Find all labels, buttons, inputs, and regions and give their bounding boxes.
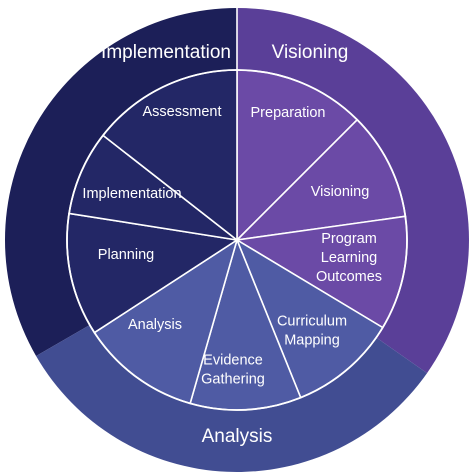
phase-label-implementation: Implementation [101, 42, 231, 63]
step-label-line: Learning [321, 250, 377, 266]
phase-labels: Implementation Visioning Analysis [101, 42, 348, 447]
step-label-line: Outcomes [316, 269, 382, 285]
step-label-line: Gathering [201, 372, 265, 388]
step-label-line: Program [321, 231, 377, 247]
step-label-line: Analysis [128, 317, 182, 333]
step-label-assessment: Assessment [143, 104, 222, 120]
step-label-line: Evidence [203, 353, 263, 369]
step-label-line: Implementation [82, 186, 181, 202]
step-label-planning: Planning [98, 247, 154, 263]
step-label-line: Mapping [284, 333, 340, 349]
step-label-line: Curriculum [277, 314, 347, 330]
step-label-implementation: Implementation [82, 186, 181, 202]
inner-step-wheel [66, 8, 408, 411]
step-label-analysis: Analysis [128, 317, 182, 333]
step-label-line: Visioning [311, 184, 370, 200]
phase-label-analysis: Analysis [202, 426, 273, 447]
step-label-visioning: Visioning [311, 184, 370, 200]
step-label-line: Planning [98, 247, 154, 263]
step-label-line: Preparation [251, 105, 326, 121]
phase-label-visioning: Visioning [272, 42, 349, 63]
step-label-preparation: Preparation [251, 105, 326, 121]
step-label-line: Assessment [143, 104, 222, 120]
